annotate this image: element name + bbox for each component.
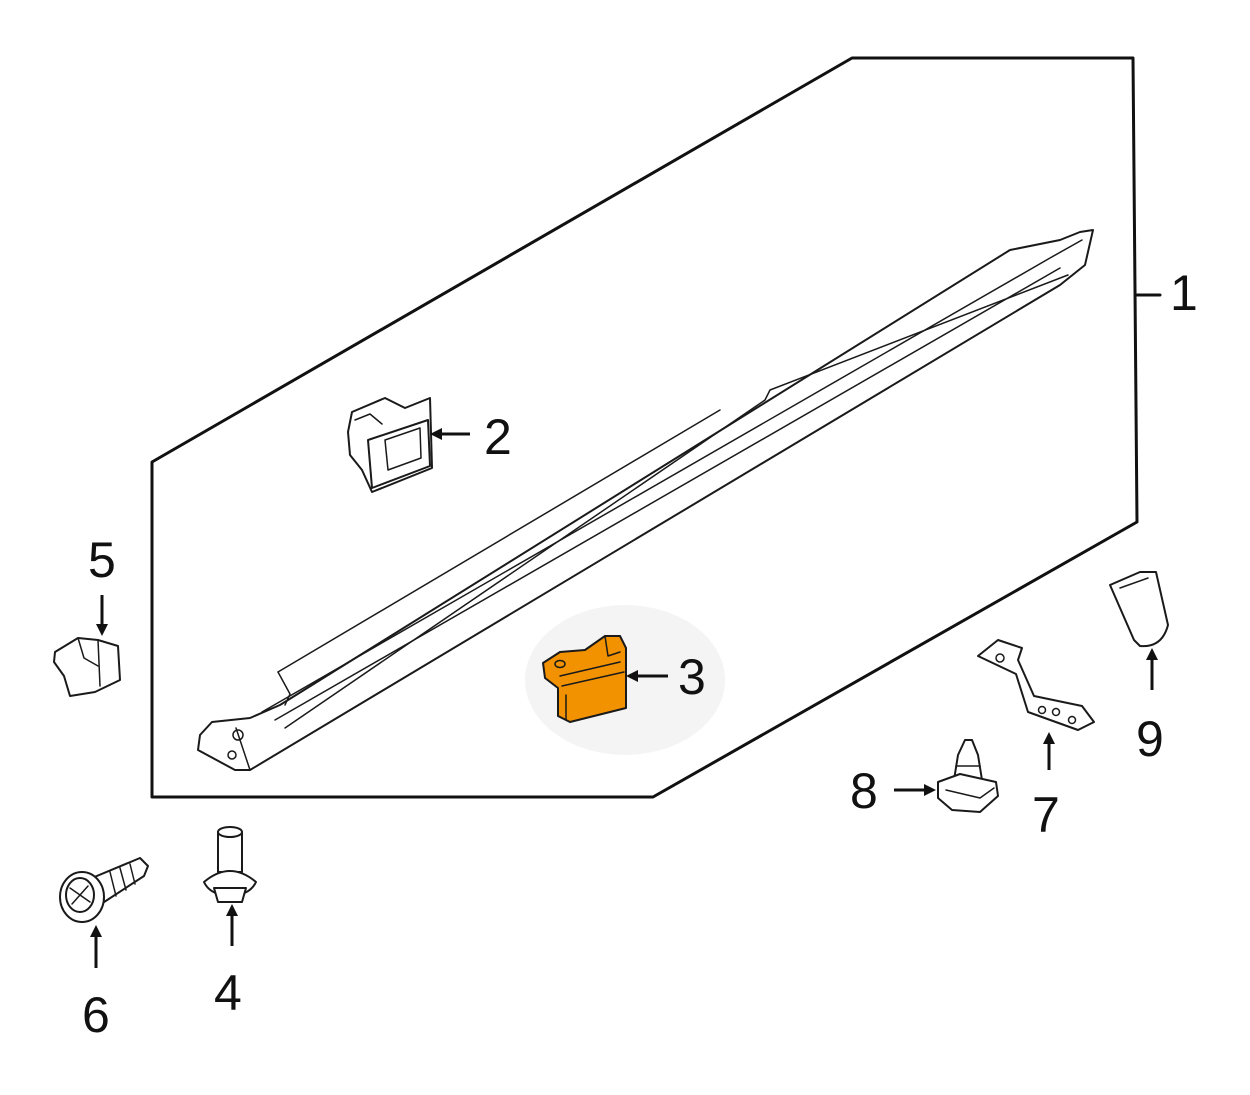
- part-7-bracket: [977, 639, 1095, 731]
- callout-5: 5: [88, 532, 116, 588]
- rocker-molding: [197, 229, 1094, 771]
- part-2-clip: [347, 397, 433, 493]
- callout-6: 6: [82, 987, 110, 1043]
- part-4-push-pin: [203, 826, 257, 903]
- callout-1: 1: [1170, 265, 1198, 321]
- callout-2: 2: [484, 409, 512, 465]
- callout-9-arrowhead: [1146, 648, 1158, 660]
- part-6-screw: [59, 857, 149, 923]
- callout-7: 7: [1032, 787, 1060, 843]
- part-9-end-cap: [1109, 571, 1169, 648]
- callout-3: 3: [678, 649, 706, 705]
- callout-7-arrowhead: [1043, 732, 1055, 744]
- callout-8-arrowhead: [924, 784, 936, 796]
- callout-9: 9: [1136, 711, 1164, 767]
- assembly-boundary: [150, 56, 1139, 799]
- callout-5-arrowhead: [96, 624, 108, 636]
- callout-2-arrowhead: [430, 428, 442, 440]
- callout-4: 4: [214, 965, 242, 1021]
- callout-4-arrowhead: [226, 904, 238, 916]
- callout-3-arrowhead: [626, 670, 638, 682]
- part-5-retainer: [53, 637, 121, 697]
- callout-8: 8: [850, 763, 878, 819]
- part-3-bracket: [542, 635, 627, 723]
- callout-6-arrowhead: [90, 925, 102, 937]
- part-8-fastener: [937, 739, 999, 813]
